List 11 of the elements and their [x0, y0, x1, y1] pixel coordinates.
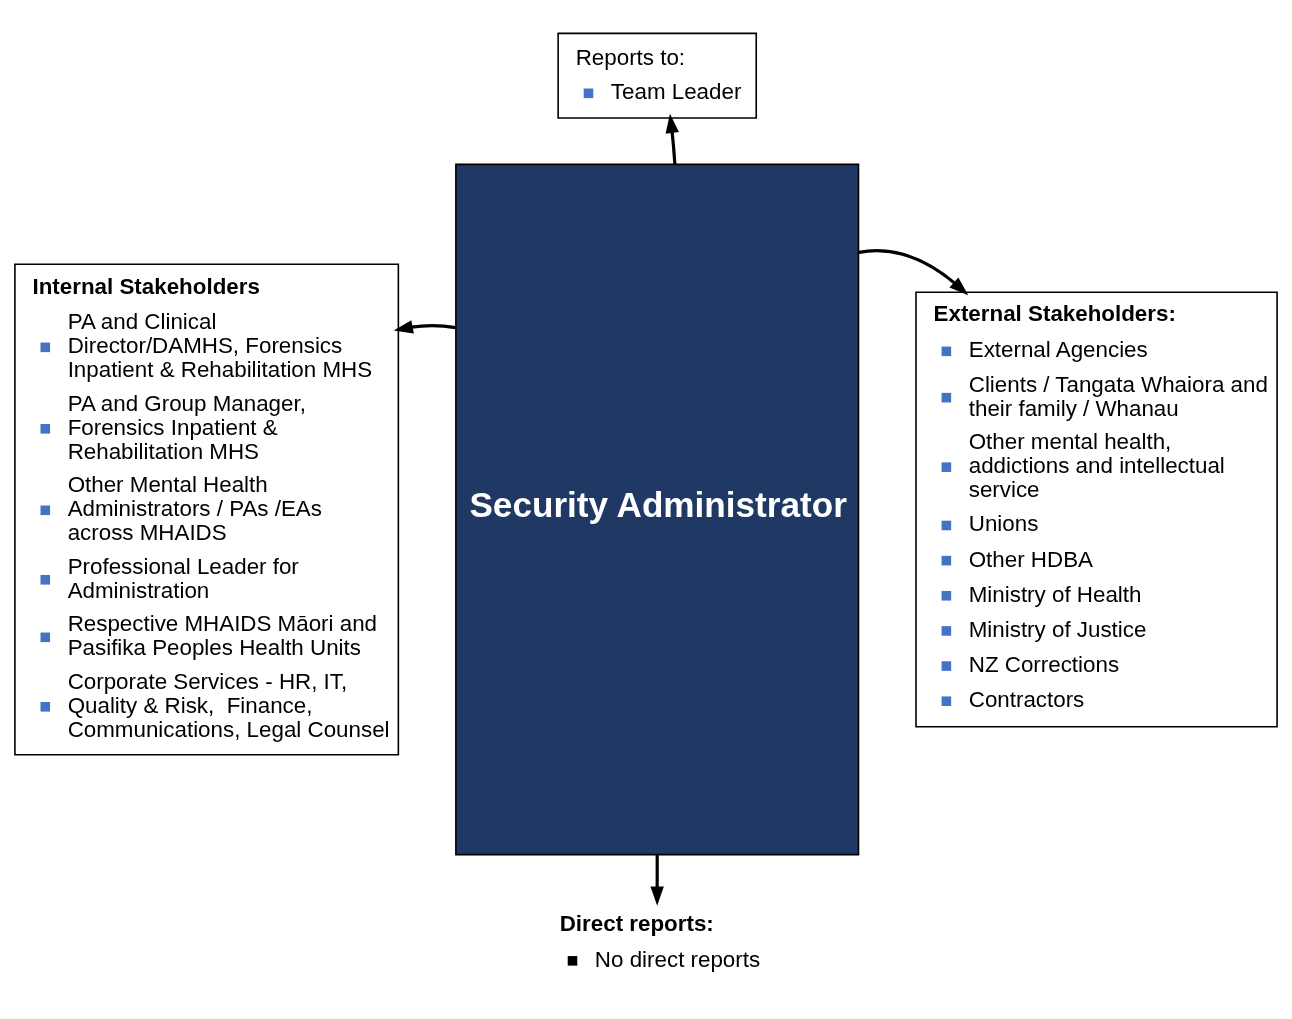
- arrow: [858, 249, 969, 296]
- arrow: [650, 855, 664, 906]
- node-box: Security Administrator: [455, 163, 860, 856]
- node-label: Direct reports:: [559, 910, 714, 936]
- node-box: External Stakeholders: External Agencies Clients / Tangata Whaiora and their family / Whanau Other mental health, addictions and intellectual service Unions Other HDBA Ministry of Health Ministry of Justice NZ Corrections Contractors: [915, 291, 1278, 728]
- arrow: [393, 320, 456, 334]
- arrow: [665, 113, 679, 165]
- node-box: [567, 956, 578, 966]
- node-box: Internal Stakeholders PA and Clinical Director/DAMHS, Forensics Inpatient & Rehabilitation MHS PA and Group Manager, Forensics Inpatient & Rehabilitation MHS Other Mental Health Administrators / PAs /EAs across MHAIDS Professional Leader for Administration Respective MHAIDS Māori and Pasifika Peoples Health Units Corporate Services - HR, IT, Quality & Risk, Finance, Communications, Legal Counsel: [14, 263, 400, 756]
- node-box: Reports to: Team Leader: [557, 32, 758, 119]
- node-label: No direct reports: [594, 946, 761, 972]
